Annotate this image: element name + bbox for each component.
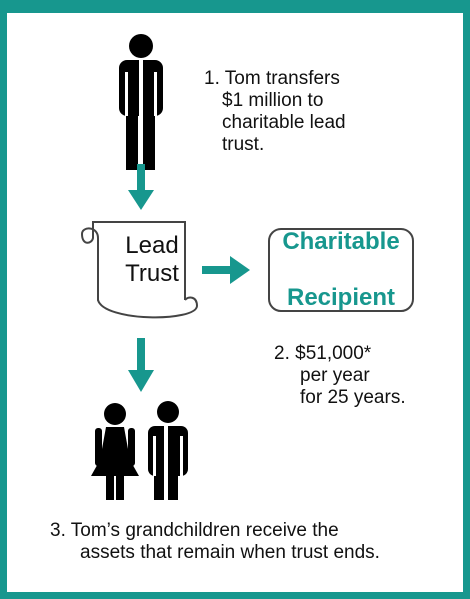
recipient-line2: Recipient <box>286 284 396 311</box>
arm-gap-right <box>154 72 157 116</box>
step1-text: 1. Tom transfers $1 million to charitabl… <box>204 68 404 156</box>
woman-icon <box>91 403 139 500</box>
step1-line3: charitable lead <box>222 112 346 133</box>
arrow-down-icon <box>128 164 154 210</box>
step1-line4: trust. <box>222 134 265 155</box>
step2-line2: per year <box>300 365 370 386</box>
lead-trust-line1: Lead <box>125 232 179 259</box>
step1-line1: 1. Tom transfers <box>204 68 340 89</box>
scroll-icon <box>80 221 199 319</box>
lead-trust-line2: Trust <box>125 260 179 287</box>
arm-gap-left <box>125 72 128 116</box>
leg-gap <box>164 426 168 500</box>
recipient-line1: Charitable <box>282 228 400 255</box>
step1-line2: $1 million to <box>222 90 324 111</box>
step2-line3: for 25 years. <box>300 387 406 408</box>
step3-text: 3. Tom’s grandchildren receive the asset… <box>50 520 460 564</box>
step3-line2: assets that remain when trust ends. <box>80 542 380 563</box>
arm-gap-right <box>180 436 183 476</box>
arrow-right-icon <box>202 256 250 284</box>
charitable-recipient-box: Charitable Recipient <box>268 228 414 312</box>
arm-gap-left <box>153 436 156 476</box>
man-icon <box>119 34 163 170</box>
step2-text: 2. $51,000* per year for 25 years. <box>274 343 464 409</box>
leg-gap <box>139 60 143 160</box>
arrow-down-icon <box>128 338 154 392</box>
step3-line1: 3. Tom’s grandchildren receive the <box>50 520 339 541</box>
step2-line1: 2. $51,000* <box>274 343 372 364</box>
charitable-recipient-label: Charitable Recipient <box>282 200 399 340</box>
lead-trust-label: Lead Trust <box>100 232 204 288</box>
